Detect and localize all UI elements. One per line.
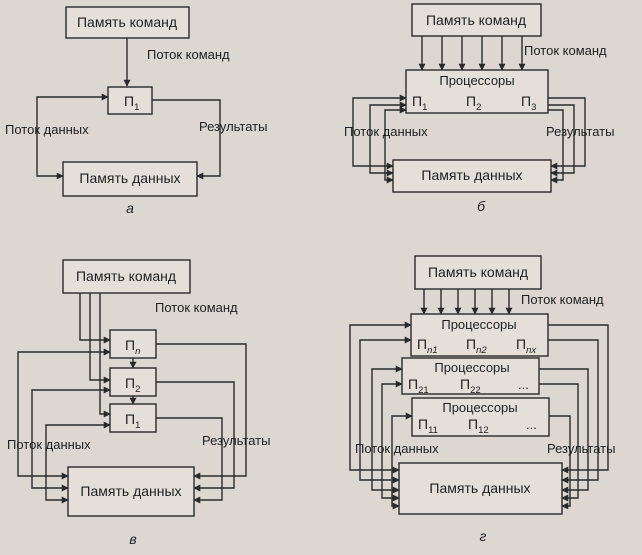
results-label: Результаты [547, 441, 615, 456]
processor-label: П3 [521, 93, 536, 113]
data-stream-connector [371, 365, 403, 494]
processor-label: Пn [125, 337, 140, 357]
data-stream-connector [352, 94, 407, 170]
instr-memory-box [414, 255, 542, 290]
processor-label: П1 [412, 93, 427, 113]
processor-label: Пn1 [417, 336, 438, 356]
data-memory-box [62, 161, 198, 197]
instr-stream-label: Поток команд [524, 43, 607, 58]
caption-v: в [129, 531, 136, 547]
processor-label: П11 [418, 416, 438, 436]
processor-label: Пnx [516, 336, 537, 356]
data-stream-label: Поток данных [344, 124, 428, 139]
caption-g: г [480, 528, 487, 544]
instr-memory-box [411, 3, 542, 37]
processors-box [405, 69, 549, 114]
instr-memory-box [62, 259, 191, 294]
panel-a: Память команд Поток команд П1 Поток данн… [5, 6, 267, 216]
processor-label: П1 [125, 411, 140, 431]
data-stream-label: Поток данных [355, 441, 439, 456]
processors-label: Процессоры [442, 400, 517, 415]
data-stream-connector [45, 421, 111, 504]
instr-stream-label: Поток команд [147, 47, 230, 62]
results-connector [548, 109, 564, 184]
data-stream-connector [384, 106, 407, 184]
data-memory-box [67, 466, 195, 517]
results-connector [548, 104, 575, 177]
processors-label: Процессоры [434, 360, 509, 375]
instr-stream-arrows [418, 36, 526, 71]
data-stream-connector [349, 321, 412, 474]
processor-label: П2 [125, 375, 140, 395]
data-stream-connector [369, 101, 407, 177]
results-connector [549, 415, 571, 510]
instr-arrow [99, 293, 111, 418]
processors-box [401, 357, 540, 395]
data-stream-connector [359, 336, 412, 484]
instr-stream-arrows [420, 289, 513, 315]
caption-a: а [126, 200, 134, 216]
data-stream-connector [381, 380, 403, 502]
processor-label: П2 [466, 93, 481, 113]
data-memory-label: Память данных [80, 483, 181, 499]
panel-v: Память команд Поток команд Пn П2 П1 Пото… [7, 259, 270, 547]
processor-label: П12 [468, 416, 489, 436]
caption-b: б [477, 198, 486, 214]
data-memory-label: Память данных [79, 170, 180, 186]
instr-stream-label: Поток команд [155, 300, 238, 315]
processor-label: Пn2 [466, 336, 487, 356]
results-connector [152, 99, 221, 180]
results-connector [548, 339, 599, 484]
processor-label: П21 [408, 376, 429, 396]
results-connector [156, 417, 223, 504]
processors-label: Процессоры [439, 73, 514, 88]
processors-box [410, 313, 549, 357]
processor-label: П22 [460, 376, 481, 396]
data-memory-label: Память данных [421, 167, 522, 183]
ellipsis-label: ... [526, 417, 537, 432]
ellipsis-label: ... [518, 377, 529, 392]
processor-label: П1 [124, 93, 139, 113]
processors-label: Процессоры [441, 317, 516, 332]
results-label: Результаты [546, 124, 614, 139]
data-memory-box [392, 159, 552, 193]
processors-box [411, 397, 550, 437]
results-connector [548, 97, 586, 170]
results-connector [156, 343, 247, 480]
data-memory-box [398, 462, 563, 515]
instr-arrow [79, 293, 111, 344]
results-label: Результаты [199, 119, 267, 134]
data-stream-label: Поток данных [7, 437, 91, 452]
data-stream-connector [31, 386, 111, 492]
results-connector [548, 324, 609, 474]
instr-memory-label: Память команд [428, 264, 528, 280]
results-label: Результаты [202, 433, 270, 448]
data-stream-label: Поток данных [5, 122, 89, 137]
instr-memory-label: Память команд [77, 14, 177, 30]
results-connector [156, 381, 235, 492]
data-stream-connector [391, 412, 413, 510]
results-connector [539, 368, 589, 494]
panel-b: Память команд Поток команд Процессоры П1… [344, 3, 614, 214]
data-stream-connector [36, 93, 109, 180]
instr-stream-label: Поток команд [521, 292, 604, 307]
data-memory-label: Память данных [429, 480, 530, 496]
instr-memory-box [65, 6, 190, 39]
instr-memory-label: Память команд [426, 12, 526, 28]
instr-memory-label: Память команд [76, 268, 176, 284]
panel-g: Память команд Поток команд Процессоры Пn… [349, 255, 615, 544]
data-stream-connector [17, 348, 111, 480]
